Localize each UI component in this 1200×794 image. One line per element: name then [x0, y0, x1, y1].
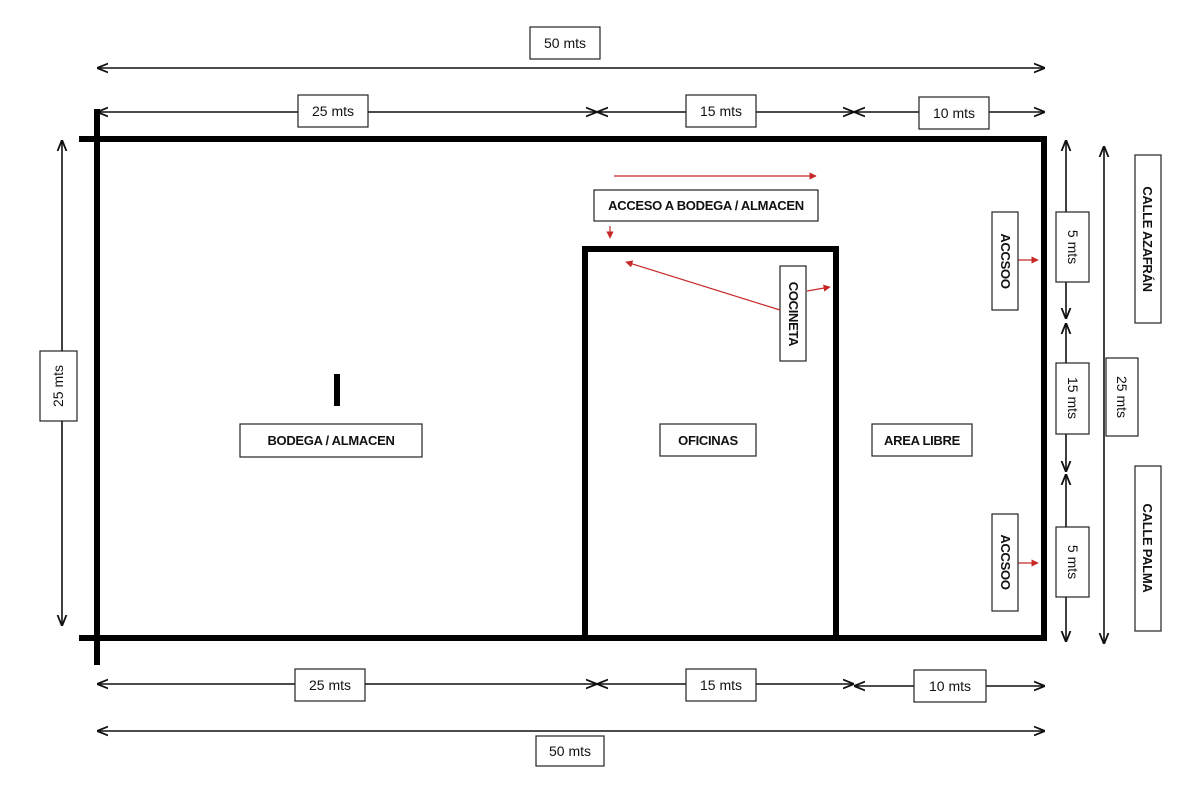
bottom-seg3-label: 10 mts: [929, 678, 971, 694]
top-total-label-box: 50 mts: [529, 26, 601, 60]
street-bottom-box: CALLE PALMA: [1134, 465, 1162, 632]
top-seg1-label-box: 25 mts: [297, 94, 369, 128]
right-total-label: 25 mts: [1114, 376, 1130, 418]
top-seg1-label: 25 mts: [312, 103, 354, 119]
access-top-box: ACCSOO: [991, 211, 1019, 311]
access-bottom-label: ACCSOO: [998, 534, 1013, 589]
bottom-seg2-label-box: 15 mts: [685, 668, 757, 702]
street-top-label: CALLE AZAFRÁN: [1140, 186, 1155, 291]
access-bottom-box: ACCSOO: [991, 513, 1019, 612]
cocineta-office-arrow: [625, 260, 781, 311]
bottom-seg1-label-box: 25 mts: [294, 668, 366, 702]
right-seg1-label-box: 5 mts: [1055, 211, 1090, 283]
left-height-label: 25 mts: [50, 365, 66, 407]
bottom-total-label-box: 50 mts: [535, 735, 605, 767]
top-seg3-label-box: 10 mts: [918, 96, 990, 130]
top-seg2-label: 15 mts: [700, 103, 742, 119]
access-top-label: ACCSOO: [998, 233, 1013, 288]
street-top-box: CALLE AZAFRÁN: [1134, 154, 1162, 324]
street-bottom-label: CALLE PALMA: [1140, 504, 1155, 594]
oficinas-label: OFICINAS: [678, 433, 738, 448]
bottom-seg1-label: 25 mts: [309, 677, 351, 693]
area-libre-label: AREA LIBRE: [884, 433, 961, 448]
right-seg2-label: 15 mts: [1065, 377, 1081, 419]
bodega-marker: [334, 374, 340, 406]
bodega-label-box: BODEGA / ALMACEN: [239, 423, 423, 458]
bodega-label: BODEGA / ALMACEN: [267, 433, 394, 448]
acceso-bodega-label-box: ACCESO A BODEGA / ALMACEN: [593, 189, 819, 222]
bottom-seg2-label: 15 mts: [700, 677, 742, 693]
right-seg3-label: 5 mts: [1065, 545, 1081, 579]
area-libre-label-box: AREA LIBRE: [871, 423, 973, 457]
top-total-label: 50 mts: [544, 35, 586, 51]
right-seg1-label: 5 mts: [1065, 230, 1081, 264]
top-seg3-label: 10 mts: [933, 105, 975, 121]
cocineta-label: COCINETA: [786, 282, 801, 347]
cocineta-label-box: COCINETA: [779, 265, 807, 362]
right-seg3-label-box: 5 mts: [1055, 526, 1090, 598]
oficinas-label-box: OFICINAS: [659, 423, 757, 457]
acceso-bodega-label: ACCESO A BODEGA / ALMACEN: [608, 198, 804, 213]
bottom-seg3-label-box: 10 mts: [913, 669, 987, 703]
bottom-total-label: 50 mts: [549, 743, 591, 759]
right-seg2-label-box: 15 mts: [1055, 362, 1090, 435]
cocineta-side-arrow: [806, 284, 831, 292]
top-seg2-label-box: 15 mts: [685, 94, 757, 128]
right-total-label-box: 25 mts: [1105, 357, 1139, 437]
left-height-label-box: 25 mts: [39, 350, 78, 422]
